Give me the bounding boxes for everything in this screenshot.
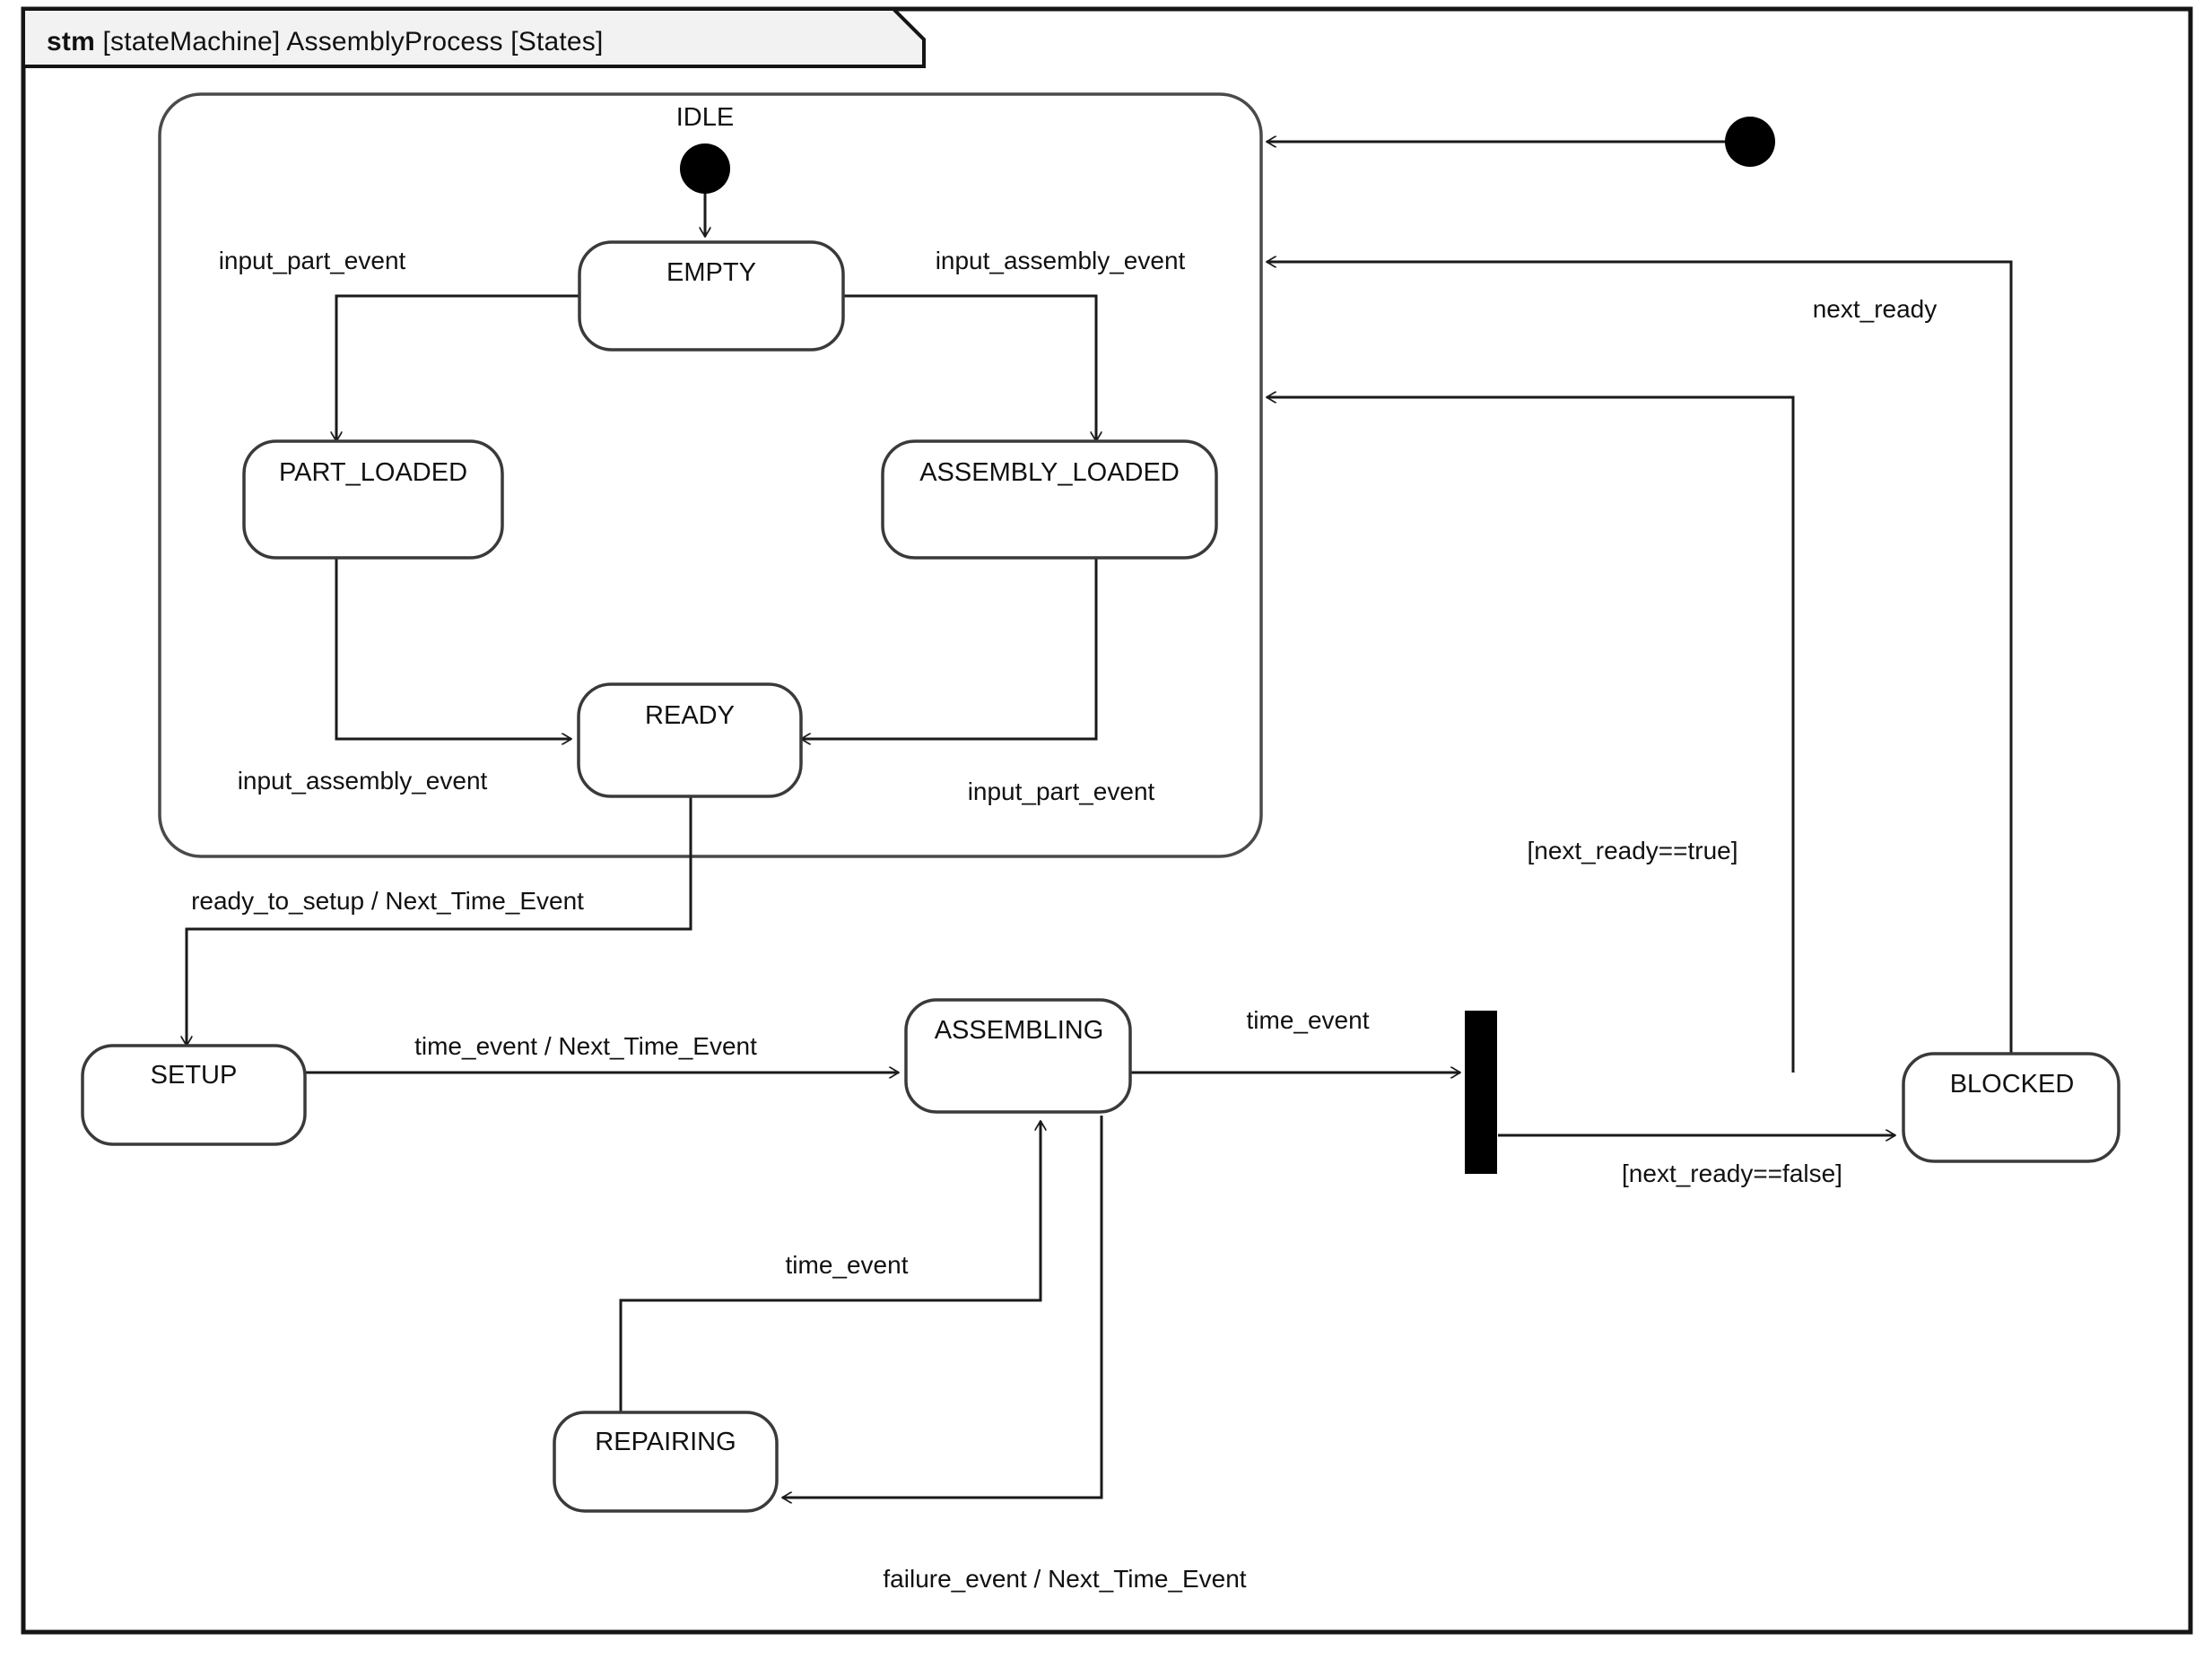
initial-pseudostate-idle-label: IDLE xyxy=(676,103,734,132)
state-assembly-loaded[interactable] xyxy=(881,439,1218,560)
junction-bar[interactable] xyxy=(1465,1011,1497,1174)
edge-label-input-assembly-event-bottom: input_assembly_event xyxy=(238,767,488,795)
state-setup[interactable] xyxy=(81,1044,307,1146)
transition-assembling-to-repairing[interactable] xyxy=(782,1116,1103,1498)
transition-junction-to-composite-true[interactable] xyxy=(1267,397,1795,1073)
edge-label-time-event-assembling: time_event xyxy=(1247,1006,1370,1034)
state-part-loaded-label: PART_LOADED xyxy=(279,458,467,487)
frame-title-name: [stateMachine] AssemblyProcess [States] xyxy=(103,27,604,56)
edge-label-input-part-event-bottom: input_part_event xyxy=(968,777,1155,805)
initial-pseudostate-outer[interactable] xyxy=(1725,117,1775,167)
transition-empty-to-assembly-loaded[interactable] xyxy=(843,294,1096,441)
frame-title-text: stm [stateMachine] AssemblyProcess [Stat… xyxy=(47,27,604,56)
frame-title-tab xyxy=(22,7,926,68)
edge-label-next-ready: next_ready xyxy=(1813,295,1938,323)
edge-label-next-ready-true: [next_ready==true] xyxy=(1527,837,1737,864)
state-blocked-label: BLOCKED xyxy=(1950,1070,2075,1099)
frame-title-keyword: stm xyxy=(47,27,95,56)
edge-label-next-ready-false: [next_ready==false] xyxy=(1622,1160,1842,1187)
edge-label-time-event-setup: time_event / Next_Time_Event xyxy=(414,1032,757,1060)
composite-state-region[interactable] xyxy=(158,92,1263,858)
transition-part-loaded-to-ready[interactable] xyxy=(335,558,571,739)
state-ready-label: READY xyxy=(645,701,735,730)
state-repairing-label: REPAIRING xyxy=(595,1428,736,1456)
state-ready[interactable] xyxy=(577,682,803,798)
state-assembly-loaded-label: ASSEMBLY_LOADED xyxy=(919,458,1180,487)
edge-label-ready-to-setup: ready_to_setup / Next_Time_Event xyxy=(191,887,584,915)
state-blocked[interactable] xyxy=(1902,1052,2121,1163)
state-part-loaded[interactable] xyxy=(242,439,504,560)
transition-assembly-loaded-to-ready[interactable] xyxy=(801,558,1098,739)
edge-label-failure-event: failure_event / Next_Time_Event xyxy=(883,1565,1246,1593)
edge-label-time-event-repairing: time_event xyxy=(786,1251,909,1279)
diagram-frame xyxy=(21,6,2193,1635)
transition-repairing-to-assembling[interactable] xyxy=(619,1121,1041,1412)
transition-blocked-to-composite[interactable] xyxy=(1267,262,2013,1054)
state-assembling[interactable] xyxy=(904,998,1132,1114)
state-assembling-label: ASSEMBLING xyxy=(935,1016,1104,1045)
initial-pseudostate-idle[interactable] xyxy=(680,143,730,194)
state-repairing[interactable] xyxy=(553,1411,779,1513)
state-setup-label: SETUP xyxy=(151,1061,238,1090)
transition-ready-to-setup[interactable] xyxy=(187,796,692,1046)
transition-empty-to-part-loaded[interactable] xyxy=(336,294,579,441)
state-empty[interactable] xyxy=(578,240,845,352)
edge-label-input-part-event-top: input_part_event xyxy=(219,247,406,274)
state-empty-label: EMPTY xyxy=(666,258,756,287)
edge-label-input-assembly-event-top: input_assembly_event xyxy=(936,247,1186,274)
